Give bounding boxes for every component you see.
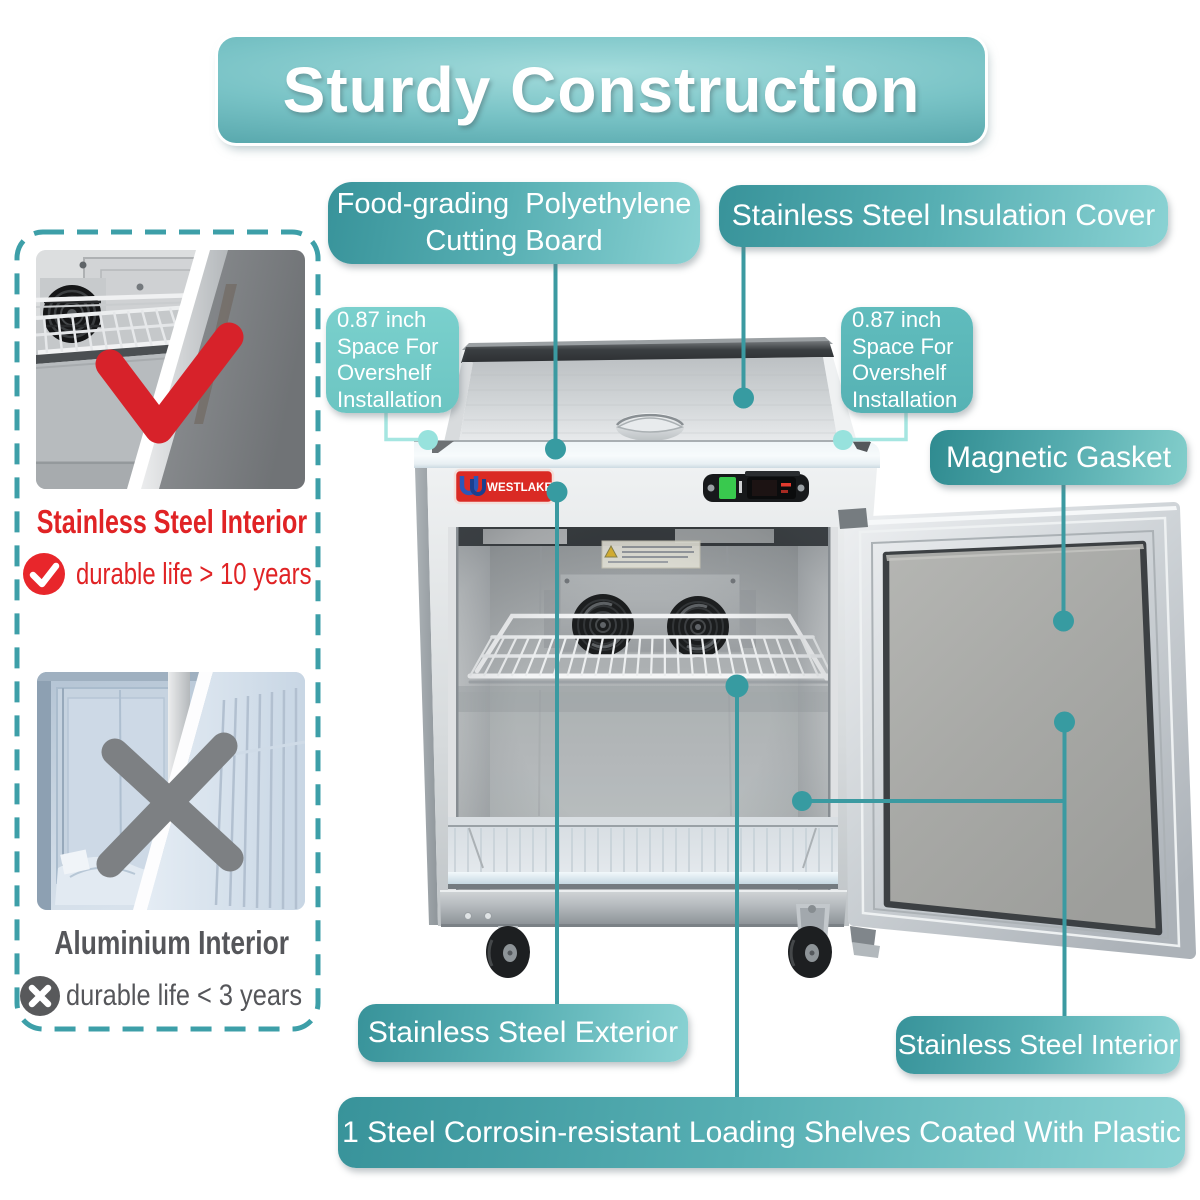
svg-text:WESTLAKE: WESTLAKE xyxy=(487,482,553,494)
